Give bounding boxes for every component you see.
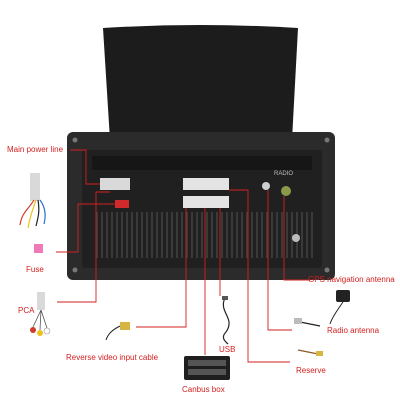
cooling-fin [306,212,308,258]
canbus-box-icon [184,356,230,380]
reserve-plug-icon [297,349,323,356]
screen-panel [103,25,298,140]
leader-radio [267,190,292,331]
cooling-fin [166,212,168,258]
cooling-fin [291,212,293,258]
screw-icon [72,137,78,143]
cooling-fin [281,212,283,258]
cooling-fin [181,212,183,258]
cooling-fin [156,212,158,258]
cooling-fin [226,212,228,258]
screw-icon [324,267,330,273]
cooling-fin [266,212,268,258]
cooling-fin [186,212,188,258]
label-gps-navigation-antenna: GPS navigation antenna [308,275,395,284]
leader-lines [56,149,310,363]
label-radio-port: RADIO [274,171,294,177]
cooling-fin [311,212,313,258]
cooling-fin [171,212,173,258]
power-harness-icon [19,173,46,229]
cooling-fin [96,212,98,258]
side-port [292,234,300,242]
cooling-fin [261,212,263,258]
fuse-icon [34,244,43,253]
cooling-fin [201,212,203,258]
cooling-fin [161,212,163,258]
cooling-fin [136,212,138,258]
label-radio-antenna: Radio antenna [327,326,380,335]
cooling-fin [121,212,123,258]
cooling-fin [271,212,273,258]
cooling-fin [231,212,233,258]
cooling-fin [111,212,113,258]
label-canbus-box: Canbus box [182,385,225,394]
gps-port [281,186,291,196]
cooling-fin [211,212,213,258]
cooling-fin [256,212,258,258]
leader-gps [283,196,310,281]
cooling-fin [196,212,198,258]
chassis-top-rail [92,156,312,170]
cooling-fin [146,212,148,258]
fuse-holder [115,200,129,208]
cooling-fin [216,212,218,258]
cooling-fin [241,212,243,258]
cooling-fin [151,212,153,258]
cooling-fin [301,212,303,258]
screw-icon [324,137,330,143]
label-reverse-video-input-cable: Reverse video input cable [66,353,159,362]
reverse-cable-icon [105,322,130,341]
cooling-fin [101,212,103,258]
radio-port [262,182,270,190]
screw-icon [72,267,78,273]
middle-connector-lower [183,196,229,208]
leader-fuse [56,203,115,253]
cooling-fin [191,212,193,258]
cooling-fin [176,212,178,258]
radio-antenna-plug-icon [294,318,321,327]
cooling-fin [116,212,118,258]
pca-harness-icon [30,292,51,336]
cooling-fin [221,212,223,258]
cooling-fin [131,212,133,258]
label-usb: USB [219,345,236,354]
label-reserve: Reserve [296,366,326,375]
cooling-fin [251,212,253,258]
cooling-fins [96,212,313,258]
leader-main-power [70,149,100,185]
cooling-fin [276,212,278,258]
leader-reserve [229,189,290,363]
leader-pca [57,191,110,303]
gps-antenna-icon [329,290,350,325]
leader-reverse [136,208,187,328]
cooling-fin [246,212,248,258]
cooling-fin [141,212,143,258]
label-pca: PCA [18,306,35,315]
cooling-fin [236,212,238,258]
cooling-fin [206,212,208,258]
label-main-power-line: Main power line [7,145,64,154]
cooling-fin [286,212,288,258]
cooling-fin [106,212,108,258]
label-fuse: Fuse [26,265,44,274]
cooling-fin [126,212,128,258]
main-power-connector [100,178,130,190]
usb-cable-icon [222,296,230,345]
middle-connector-upper [183,178,229,190]
